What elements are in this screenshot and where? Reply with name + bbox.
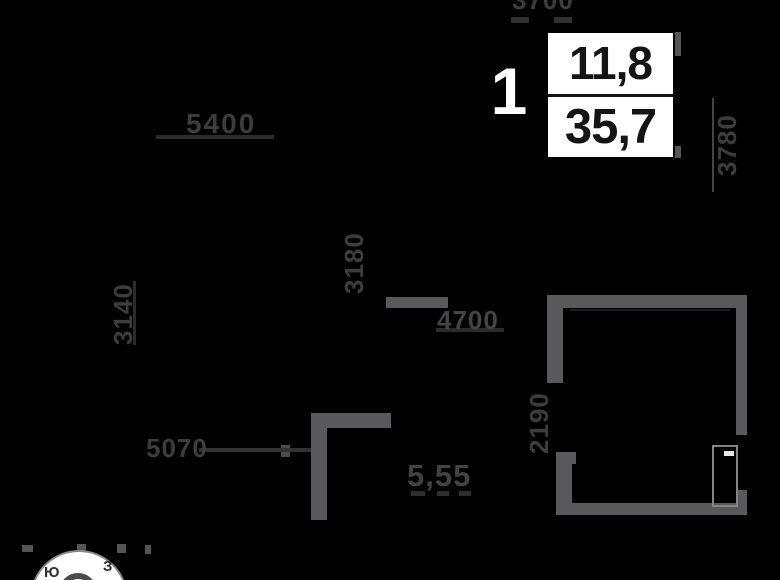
dimension-top-left: 5400 xyxy=(186,108,257,139)
wall-room-left-lower xyxy=(556,452,572,515)
dimension-line xyxy=(436,328,504,332)
dimension-fragment xyxy=(22,545,33,552)
compass-south-label: Ю xyxy=(44,564,60,580)
dimension-line xyxy=(199,448,311,452)
window-sill-line xyxy=(570,309,730,311)
dimension-left: 3140 xyxy=(108,283,138,345)
dimension-tick xyxy=(459,491,471,496)
dimension-line xyxy=(133,281,136,345)
window-tick xyxy=(724,451,734,456)
dimension-extension-line xyxy=(675,146,681,158)
dimension-extension-line xyxy=(675,32,681,56)
dimension-line xyxy=(712,98,714,192)
compass-west-label: З xyxy=(103,558,113,575)
total-area-value: 35,7 xyxy=(564,99,657,154)
dimension-fragment xyxy=(145,545,151,554)
wall-room-top xyxy=(547,295,747,308)
dimension-top-right: 3700 xyxy=(512,0,574,15)
wall-corner-horizontal xyxy=(311,413,391,428)
wall-corner-vertical xyxy=(311,413,327,520)
wall-room-bottom xyxy=(556,503,747,515)
balcony-door-symbol xyxy=(712,445,738,507)
wall-segment-center xyxy=(386,297,448,308)
dimension-fragment xyxy=(117,544,126,553)
dimension-right: 3780 xyxy=(712,114,742,176)
rooms-count: 1 xyxy=(490,54,528,128)
dimension-fragment xyxy=(77,544,86,552)
dimension-tick xyxy=(554,17,572,23)
wall-room-left-upper xyxy=(547,295,563,383)
area-divider xyxy=(548,93,673,97)
room-area-label: 5,55 xyxy=(407,458,472,493)
dimension-center-vertical: 3180 xyxy=(339,232,369,294)
dimension-center-horizontal: 4700 xyxy=(437,305,499,335)
area-badge: 11,8 35,7 xyxy=(548,33,673,157)
dimension-tick xyxy=(411,491,425,496)
dimension-line xyxy=(156,135,274,139)
wall-room-right-upper xyxy=(736,295,747,435)
dimension-tick xyxy=(437,491,449,496)
dimension-room-entry: 2190 xyxy=(524,392,554,454)
wall-room-right-lower xyxy=(736,490,747,515)
dimension-tick xyxy=(511,17,529,23)
living-area-value: 11,8 xyxy=(569,37,653,90)
dimension-bottom-left: 5070 xyxy=(146,433,208,463)
